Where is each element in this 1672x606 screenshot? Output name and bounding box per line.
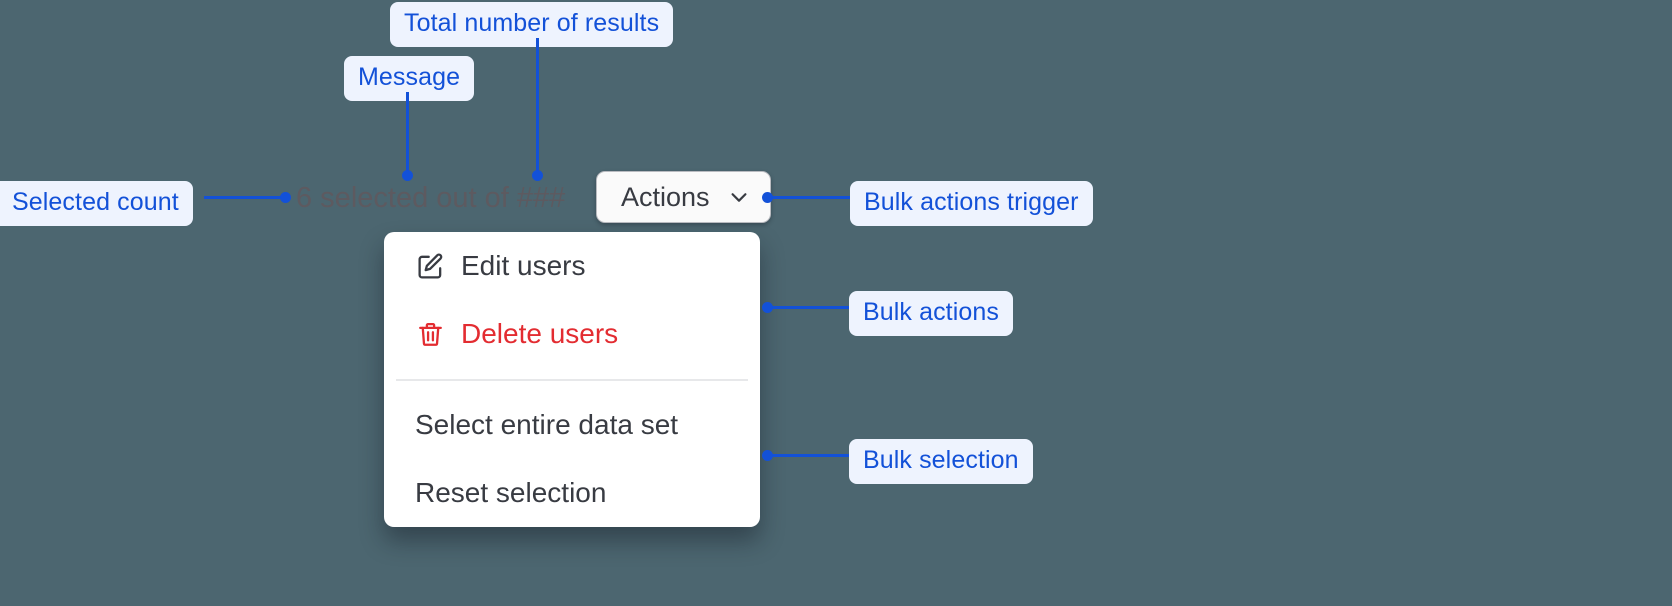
bulk-actions-trigger-label: Actions <box>621 181 710 212</box>
connector-bulk-selection <box>766 454 856 457</box>
bulk-actions-trigger-button[interactable]: Actions <box>596 171 771 223</box>
connector-selected-count <box>204 196 288 199</box>
callout-selected-count: Selected count <box>0 181 193 226</box>
connector-message <box>406 92 409 176</box>
connector-dot-bulk-actions <box>762 302 773 313</box>
menu-item-label: Reset selection <box>415 477 607 508</box>
connector-dot-message <box>402 170 413 181</box>
chevron-down-icon <box>728 186 750 208</box>
connector-bulk-actions <box>766 306 856 309</box>
connector-dot-selected-count <box>280 192 291 203</box>
bulk-actions-dropdown-menu: Edit users Delete users Select entire da… <box>384 232 760 527</box>
menu-item-label: Edit users <box>461 250 586 281</box>
trash-icon <box>415 319 445 349</box>
callout-bulk-actions-trigger: Bulk actions trigger <box>850 181 1093 226</box>
connector-bulk-actions-trigger <box>766 196 858 199</box>
selected-count-message: 6 selected out of ### <box>296 182 566 214</box>
connector-dot-bulk-actions-trigger <box>762 192 773 203</box>
connector-total-results <box>536 38 539 176</box>
edit-pencil-icon <box>415 251 445 281</box>
menu-item-select-entire-data-set[interactable]: Select entire data set <box>384 391 760 459</box>
callout-total-number-of-results: Total number of results <box>390 2 674 47</box>
menu-item-reset-selection[interactable]: Reset selection <box>384 459 760 527</box>
connector-dot-total-results <box>532 170 543 181</box>
menu-item-delete-users[interactable]: Delete users <box>384 300 760 368</box>
menu-item-edit-users[interactable]: Edit users <box>384 232 760 300</box>
callout-bulk-selection: Bulk selection <box>849 439 1033 484</box>
callout-bulk-actions: Bulk actions <box>849 291 1013 336</box>
menu-divider <box>396 379 748 381</box>
menu-item-label: Select entire data set <box>415 409 679 440</box>
menu-item-label: Delete users <box>461 318 619 349</box>
callout-message: Message <box>344 56 475 101</box>
connector-dot-bulk-selection <box>762 450 773 461</box>
